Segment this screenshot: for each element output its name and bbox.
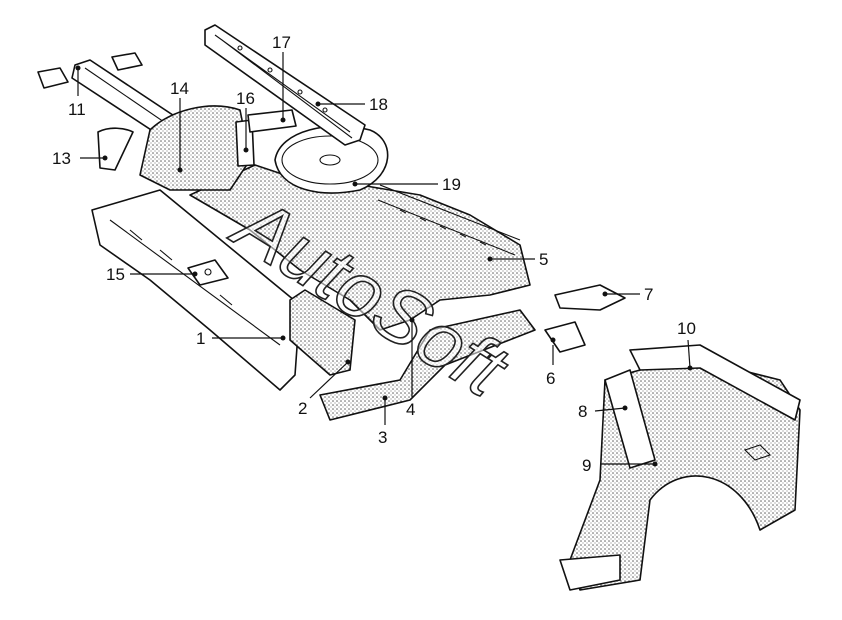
bracket-16: [235, 109, 297, 167]
long-side-rail: [204, 24, 366, 146]
callout-11: 11: [68, 100, 86, 119]
inner-wheel-arch: [139, 105, 251, 191]
callout-14: 14: [170, 79, 189, 98]
bracket-15: [187, 259, 229, 286]
callout-7: 7: [644, 285, 653, 304]
brackets-6-7: [544, 284, 626, 353]
leaders: [75, 52, 693, 467]
callout-1: 1: [196, 329, 205, 348]
callout-5: 5: [539, 250, 548, 269]
callout-17: 17: [272, 33, 291, 52]
callout-13: 13: [52, 149, 71, 168]
sill-member-3: [319, 309, 536, 421]
callout-18: 18: [369, 95, 388, 114]
callout-6: 6: [546, 369, 555, 388]
floor-pan: [189, 164, 531, 331]
quarter-panel: [559, 344, 801, 591]
callout-8: 8: [578, 402, 587, 421]
callout-2: 2: [298, 399, 307, 418]
spare-wheel-well: [274, 125, 389, 194]
callout-3: 3: [378, 428, 387, 447]
callout-10: 10: [677, 319, 696, 338]
callout-labels: 1 2 3 4 5 6 7 8 9 10 11 13 14 15 16 17 1…: [52, 33, 696, 475]
callout-4: 4: [406, 400, 415, 419]
callout-19: 19: [442, 175, 461, 194]
crossmember-2: [289, 289, 356, 376]
rear-floor-panel: [91, 189, 301, 391]
callout-9: 9: [582, 456, 591, 475]
callout-16: 16: [236, 89, 255, 108]
callout-15: 15: [106, 265, 125, 284]
